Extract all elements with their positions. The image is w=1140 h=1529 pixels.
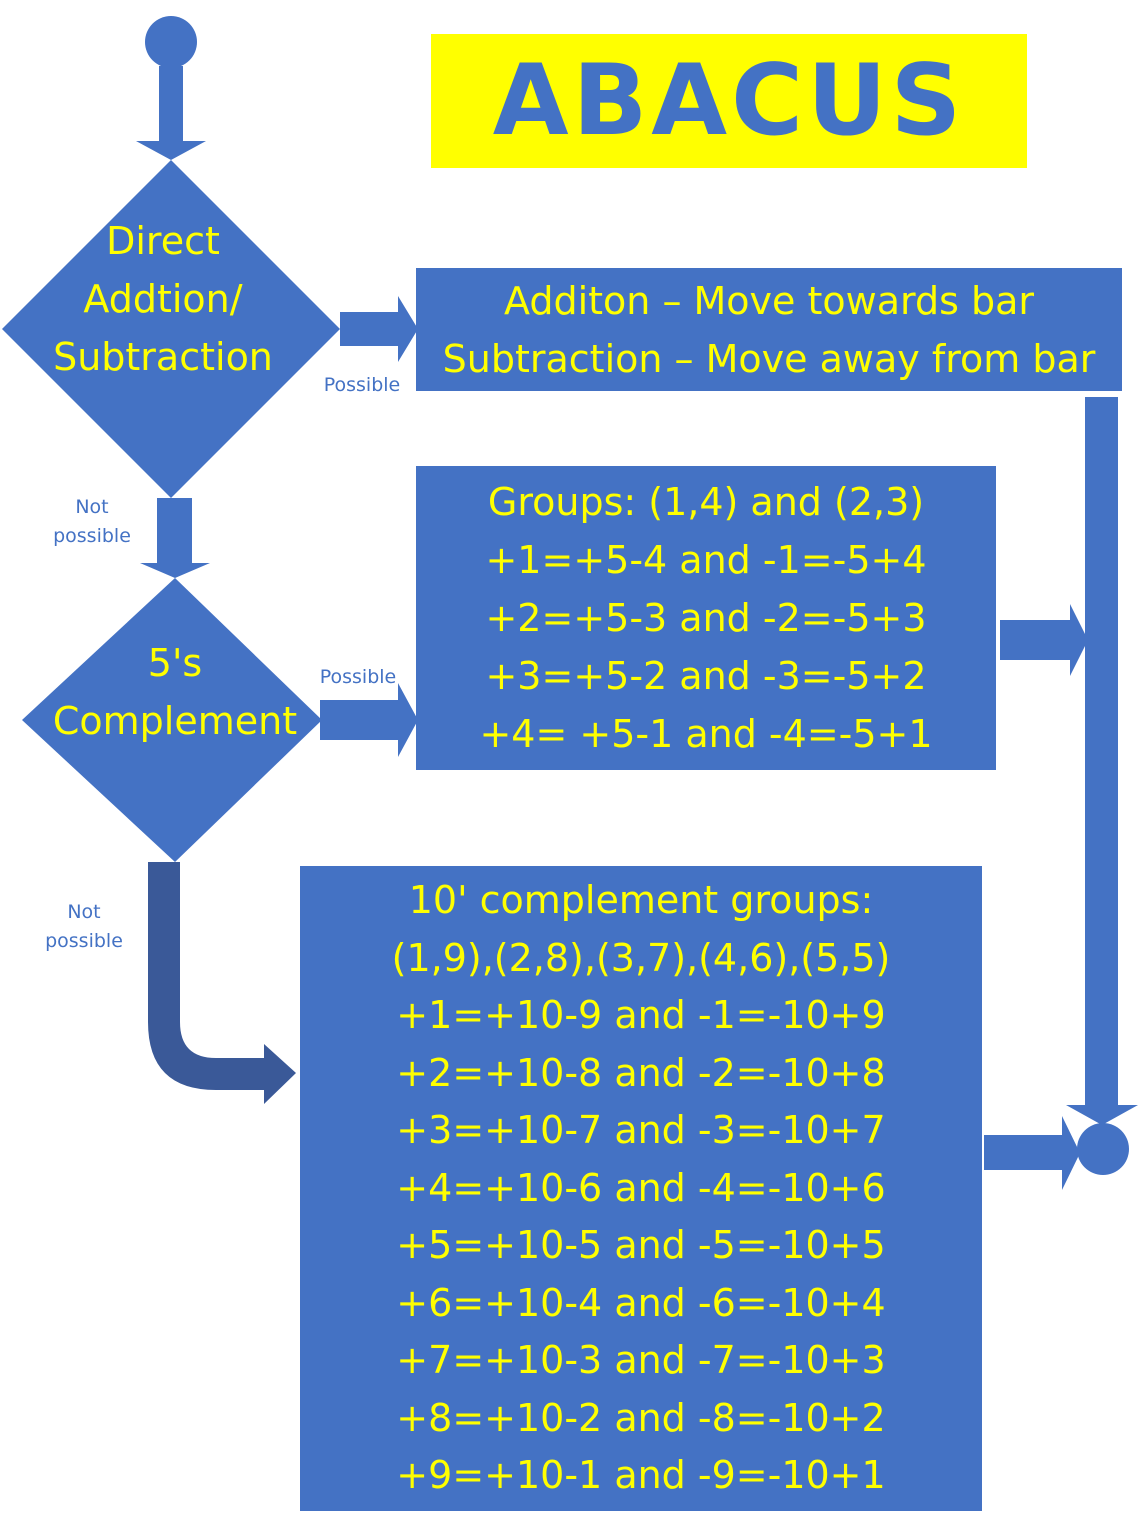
process-fives-box: Groups: (1,4) and (2,3) +1=+5-4 and -1=-… <box>416 466 996 770</box>
process-direct-box: Additon – Move towards bar Subtraction –… <box>416 268 1122 391</box>
arrow-tens-to-end <box>984 1116 1080 1190</box>
process-tens-line: +2=+10-8 and -2=-10+8 <box>396 1050 886 1095</box>
process-tens-line: +1=+10-9 and -1=-10+9 <box>396 993 886 1038</box>
decision-direct-line: Addtion/ <box>83 277 243 321</box>
arrow-direct-not-possible <box>140 498 210 578</box>
edge-label-direct-possible: Possible <box>316 371 408 400</box>
decision-direct-line: Subtraction <box>53 335 273 379</box>
decision-direct-label: Direct Addtion/ Subtraction <box>20 212 306 386</box>
process-tens-line: +9=+10-1 and -9=-10+1 <box>396 1453 886 1498</box>
arrow-direct-to-end <box>1066 397 1138 1125</box>
process-direct-line: Subtraction – Move away from bar <box>442 336 1096 381</box>
decision-direct-line: Direct <box>106 219 220 263</box>
process-tens-line: (1,9),(2,8),(3,7),(4,6),(5,5) <box>391 935 891 980</box>
decision-fives-label: 5's Complement <box>20 634 330 750</box>
process-direct-line: Additon – Move towards bar <box>504 278 1034 323</box>
arrow-fives-not-possible <box>148 862 296 1104</box>
process-tens-line: +6=+10-4 and -6=-10+4 <box>396 1280 886 1325</box>
edge-label-text: Possible <box>323 374 401 396</box>
edge-label-fives-possible: Possible <box>310 663 406 692</box>
process-fives-line: +2=+5-3 and -2=-5+3 <box>485 596 927 640</box>
process-tens-line: +7=+10-3 and -7=-10+3 <box>396 1338 886 1383</box>
process-tens-line: +8=+10-2 and -8=-10+2 <box>396 1395 886 1440</box>
decision-fives-line: 5's <box>147 641 203 685</box>
process-fives-line: +4= +5-1 and -4=-5+1 <box>479 712 933 756</box>
edge-label-text: possible <box>53 525 131 547</box>
process-fives-line: Groups: (1,4) and (2,3) <box>487 480 925 524</box>
edge-label-text: Possible <box>319 666 397 688</box>
decision-fives-diamond <box>22 578 322 862</box>
decision-fives-line: Complement <box>52 699 298 743</box>
process-tens-line: +5=+10-5 and -5=-10+5 <box>396 1223 886 1268</box>
process-tens-line: 10' complement groups: <box>408 878 874 923</box>
process-tens-line: +3=+10-7 and -3=-10+7 <box>396 1108 886 1153</box>
process-fives-line: +1=+5-4 and -1=-5+4 <box>485 538 927 582</box>
end-node <box>1077 1123 1129 1175</box>
arrow-fives-to-end <box>1000 604 1088 676</box>
page-title: ABACUS <box>492 44 966 158</box>
start-arrow <box>136 66 206 160</box>
edge-label-direct-not-possible: Not possible <box>42 493 142 551</box>
edge-label-text: Not <box>67 901 101 923</box>
arrow-direct-possible <box>340 296 418 362</box>
arrow-fives-possible <box>320 683 418 757</box>
edge-label-fives-not-possible: Not possible <box>34 898 134 956</box>
process-tens-line: +4=+10-6 and -4=-10+6 <box>396 1165 886 1210</box>
process-fives-line: +3=+5-2 and -3=-5+2 <box>485 654 927 698</box>
title-banner: ABACUS <box>431 34 1027 168</box>
edge-label-text: Not <box>75 496 109 518</box>
start-node <box>145 16 197 68</box>
edge-label-text: possible <box>45 930 123 952</box>
process-tens-box: 10' complement groups: (1,9),(2,8),(3,7)… <box>300 866 982 1511</box>
decision-direct-diamond <box>2 160 340 498</box>
